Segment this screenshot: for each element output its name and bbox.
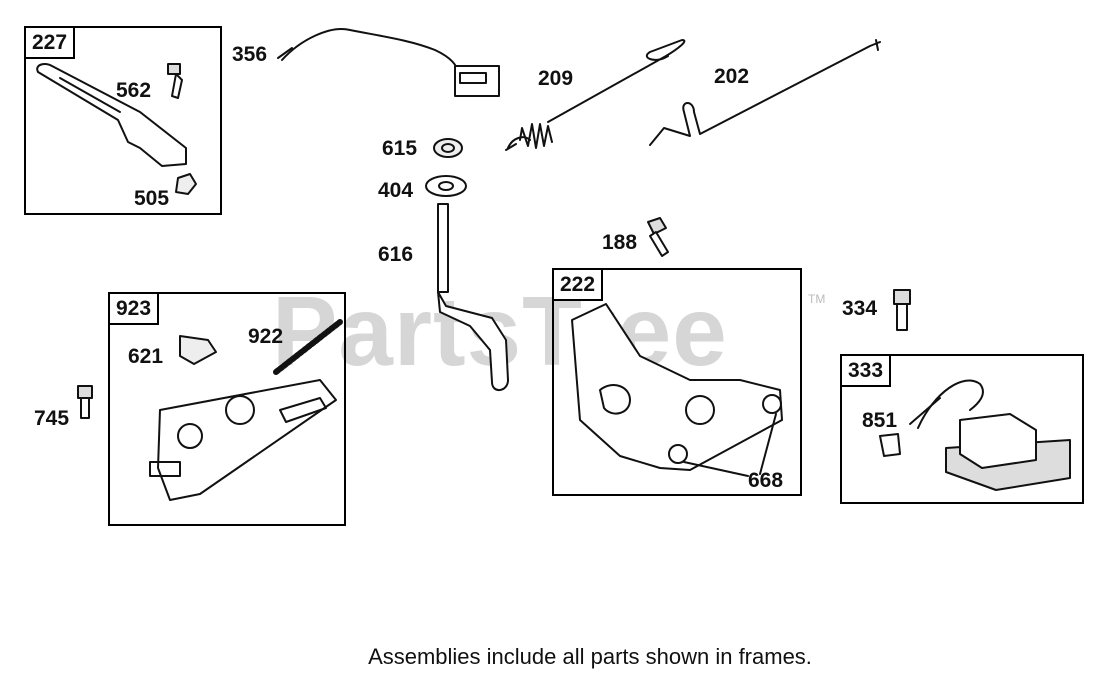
frame-333-parts (879, 379, 1071, 491)
part-label-188: 188 (602, 231, 638, 254)
watermark-trademark: TM (808, 292, 826, 306)
part-label-621: 621 (128, 345, 164, 368)
assembly-frame-923: 923 (108, 292, 346, 526)
part-209-spring (505, 39, 686, 151)
part-404-washer (425, 175, 467, 197)
part-202-rod (649, 39, 881, 146)
part-615-nut (433, 138, 463, 158)
part-label-356: 356 (232, 43, 268, 66)
frame-222-parts (571, 303, 783, 477)
frame-227-parts (36, 63, 197, 195)
part-label-334: 334 (842, 297, 878, 320)
part-label-851: 851 (862, 409, 898, 432)
part-label-505: 505 (134, 187, 170, 210)
assembly-label: 227 (24, 26, 76, 59)
frame-923-parts (149, 319, 343, 501)
part-745-screw (77, 385, 93, 419)
footer-note: Assemblies include all parts shown in fr… (368, 644, 812, 669)
assembly-frame-333: 333 (840, 354, 1084, 504)
part-label-209: 209 (538, 67, 574, 90)
part-label-616: 616 (378, 243, 414, 266)
assembly-label: 923 (108, 292, 160, 325)
part-334-bolt (893, 289, 911, 331)
part-label-202: 202 (714, 65, 750, 88)
part-616-lever (437, 203, 509, 391)
part-label-745: 745 (34, 407, 70, 430)
part-label-668: 668 (748, 469, 784, 492)
part-188-bolt (647, 217, 669, 257)
assembly-label: 222 (552, 268, 604, 301)
part-label-615: 615 (382, 137, 418, 160)
assembly-label: 333 (840, 354, 892, 387)
part-label-562: 562 (116, 79, 152, 102)
part-label-404: 404 (378, 179, 414, 202)
assembly-frame-227: 227 (24, 26, 222, 215)
assembly-frame-222: 222 (552, 268, 802, 496)
part-356-wire (277, 28, 500, 97)
part-label-922: 922 (248, 325, 284, 348)
